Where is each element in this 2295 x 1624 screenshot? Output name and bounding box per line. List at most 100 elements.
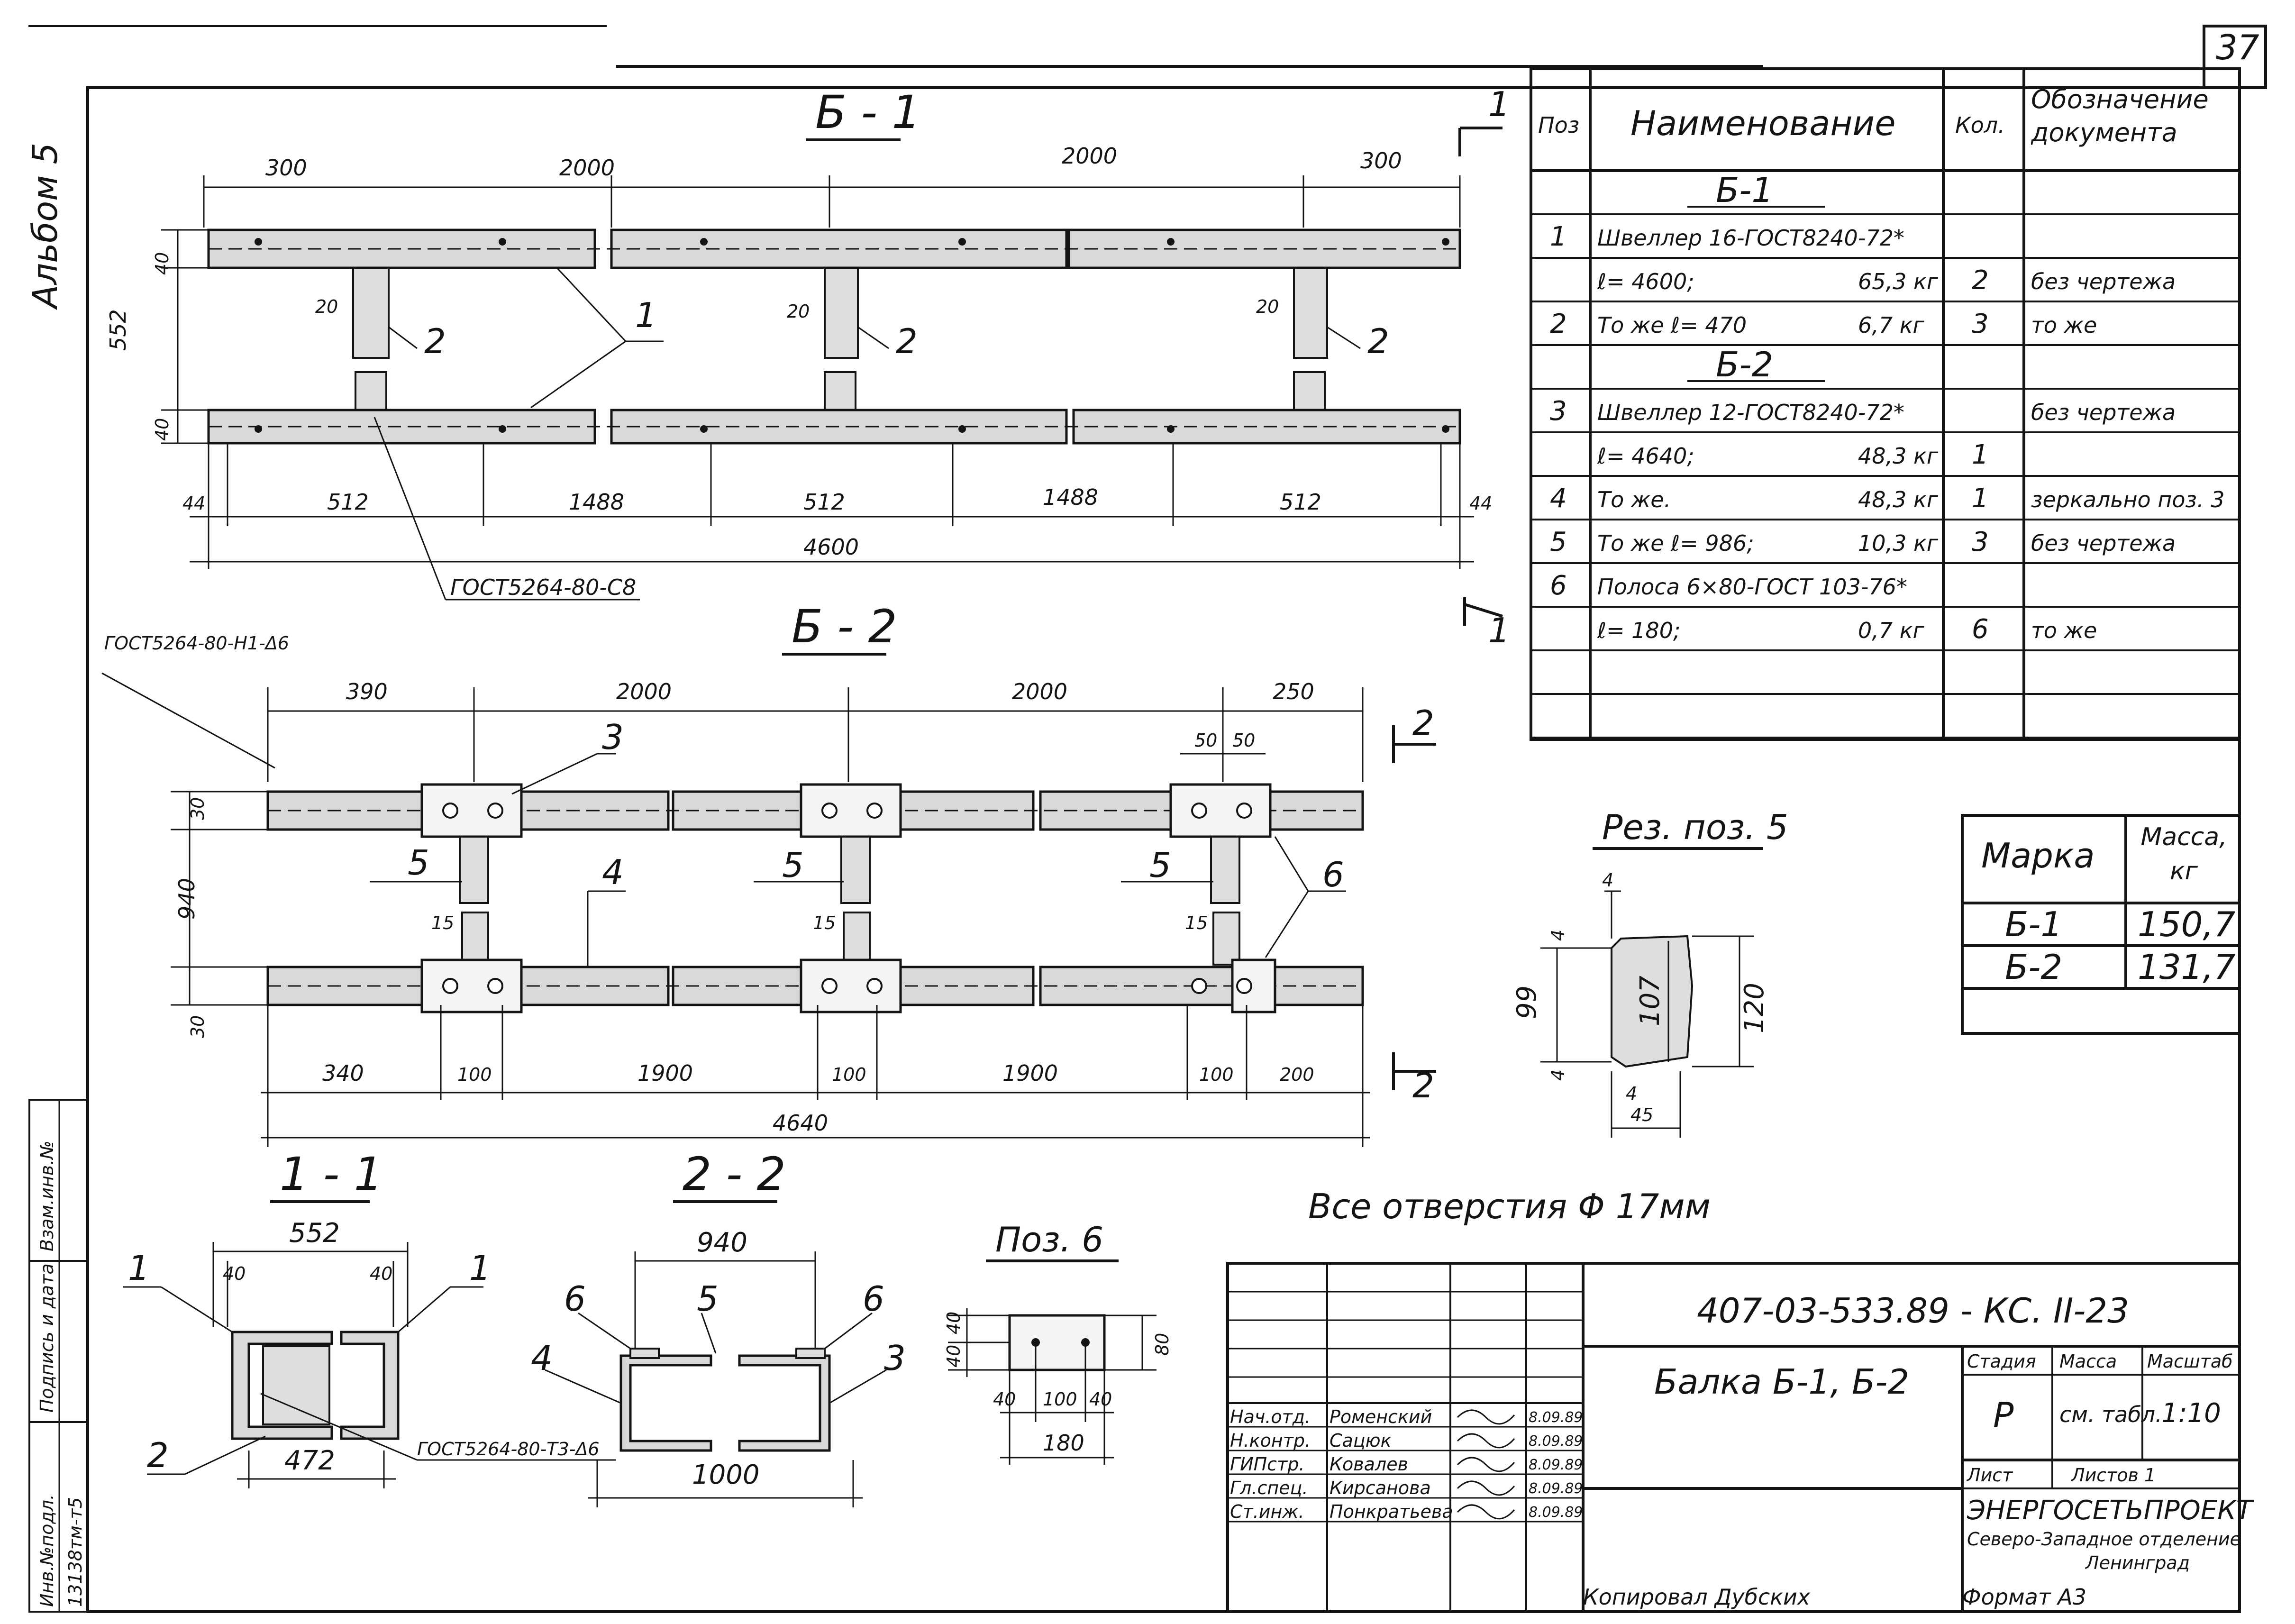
b2-dim-bottom-4: 100 [832,1064,866,1085]
b1-title: Б - 1 [815,86,921,139]
signer-date: 8.09.89 [1529,1504,1583,1521]
title-code: 407-03-533.89 - КС. II-23 [1697,1291,2129,1331]
b2-cut-label-bottom: 2 [1412,1066,1434,1105]
spec-row-name: То же. [1597,487,1671,512]
mass-row-1-mass: 150,7 [2138,904,2235,944]
signer-role: ГИПстр. [1230,1454,1304,1475]
view-b1: Б - 1 300 2000 2000 300 [105,84,1510,650]
b1-dim-bottom-2: 512 [327,489,369,515]
title-sheets-label: Листов 1 [2070,1465,2156,1486]
spec-row-pos: 3 [1550,396,1567,427]
signer-name: Роменский [1330,1406,1432,1427]
spec-row-name: ℓ= 4640; [1597,443,1694,469]
sec22-label-4: 4 [531,1338,553,1378]
title-stage-label: Стадия [1967,1351,2036,1372]
b2-dim-top-1: 390 [346,679,388,704]
b2-label-top-beam: 3 [602,717,624,757]
b1-post-label-1: 2 [424,321,446,361]
cut5-dim-inner: 107 [1635,976,1666,1026]
b2-post-label-2: 5 [782,845,804,885]
mass-header-mark: Марка [1981,836,2095,876]
spec-row-mass: 0,7 кг [1858,618,1925,643]
spec-row-name: Швеллер 16-ГОСТ8240-72* [1597,225,1904,251]
b1-dim-overall: 4600 [803,534,859,560]
cut5-dim-width: 45 [1630,1104,1653,1125]
signer-name: Ковалев [1330,1454,1408,1475]
spec-row-qty: 3 [1972,527,1989,557]
b2-gap-dim-1: 15 [431,912,454,933]
b2-plate-dim-1: 50 [1194,730,1217,751]
spec-header-doc-box: Обозначение документа [2031,84,2209,147]
spec-header-qty: Кол. [1955,112,2005,138]
b1-beam-label: 1 [635,295,657,335]
all-holes-note: Все отверстия Φ 17мм [1308,1186,1711,1226]
b2-dim-height: 940 [174,878,200,920]
spec-row-name: То же ℓ= 986; [1597,530,1754,556]
sec22-dim-width: 940 [697,1227,747,1258]
b1-dim-top-2: 2000 [559,155,615,181]
signer-role: Нач.отд. [1230,1406,1311,1427]
b1-dim-flange-bottom: 40 [152,418,173,441]
b1-dim-bottom-5: 1488 [1043,484,1098,510]
spec-row-pos: 6 [1550,570,1567,601]
spec-header-name: Наименование [1630,103,1896,143]
title-org-city: Ленинград [2085,1552,2190,1573]
signer-name: Кирсанова [1330,1478,1431,1498]
b1-dim-height: 552 [105,309,131,351]
b2-gap-dim-2: 15 [813,912,836,933]
b2-dim-bottom-7: 200 [1280,1064,1314,1085]
b1-weld-note: ГОСТ5264-80-С8 [450,575,636,600]
view-section-2-2: 2 - 2 940 6 5 6 4 3 1000 [531,1148,906,1507]
b2-dim-flange-top: 30 [187,797,208,820]
pos6-dim-length: 180 [1043,1430,1084,1456]
signer-name: Понкратьева [1330,1501,1453,1522]
stamp-cell-inv: Инв.№подл. [36,1494,57,1607]
sec11-dim-offset-right: 40 [370,1263,392,1284]
b1-dim-bottom-4: 512 [803,489,845,515]
b2-dim-top-2: 2000 [616,679,672,704]
title-mass: см. табл. [2059,1402,2162,1427]
cut5-title: Рез. поз. 5 [1602,807,1788,847]
spec-row-qty: 6 [1972,614,1989,645]
spec-row-doc: зеркально поз. 3 [2031,487,2224,512]
sec22-label-6-left: 6 [564,1279,586,1319]
sec11-label-post: 2 [147,1435,169,1475]
sec11-dim-width: 552 [289,1218,340,1249]
signer-date: 8.09.89 [1529,1433,1583,1450]
spec-row-doc: то же [2031,618,2097,643]
b1-dim-bottom-7: 44 [1469,493,1492,514]
signature-mark [1457,1504,1515,1520]
b2-gap-dim-3: 15 [1185,912,1208,933]
b2-dim-bottom-6: 100 [1199,1064,1234,1085]
title-org: ЭНЕРГОСЕТЬПРОЕКТ [1967,1495,2254,1526]
spec-row-pos: 5 [1550,527,1567,557]
title-sheet-label: Лист [1966,1465,2013,1486]
spec-row-qty: 1 [1972,483,1989,514]
cut5-dim-left-top: 4 [1548,930,1568,941]
b1-post-label-3: 2 [1367,321,1389,361]
page-number: 37 [2216,27,2259,67]
view-pos6: Поз. 6 [948,1220,1157,1465]
sec11-weld-note: ГОСТ5264-80-Т3-Δ6 [417,1439,600,1460]
cut5-dim-bottom-left: 4 [1548,1069,1568,1081]
spec-row-name: То же ℓ= 470 [1597,312,1747,338]
signer-date: 8.09.89 [1529,1409,1583,1426]
pos6-dim-h1: 40 [943,1312,964,1334]
sec22-label-5: 5 [697,1279,719,1319]
title-scale-label: Масштаб [2147,1351,2233,1372]
b1-cut-label-top: 1 [1488,84,1510,124]
b2-dim-bottom-3: 1900 [638,1060,693,1086]
sec22-label-6-right: 6 [863,1279,884,1319]
title-name: Балка Б-1, Б-2 [1654,1362,1909,1402]
b2-dim-bottom-1: 340 [322,1060,364,1086]
b2-dim-top-4: 250 [1273,679,1314,704]
cut5-dim-top: 4 [1602,870,1613,891]
b2-post-label-1: 5 [408,843,429,883]
spec-header-doc: Обозначение документа [2031,84,2209,147]
b1-dim-bottom-1: 44 [182,493,205,514]
spec-row-mass: 6,7 кг [1858,312,1925,338]
mass-row-1-mark: Б-1 [2005,904,2062,944]
stamp-inv-number: 13138тм-т5 [65,1497,86,1607]
sec11-label-right: 1 [469,1248,491,1288]
